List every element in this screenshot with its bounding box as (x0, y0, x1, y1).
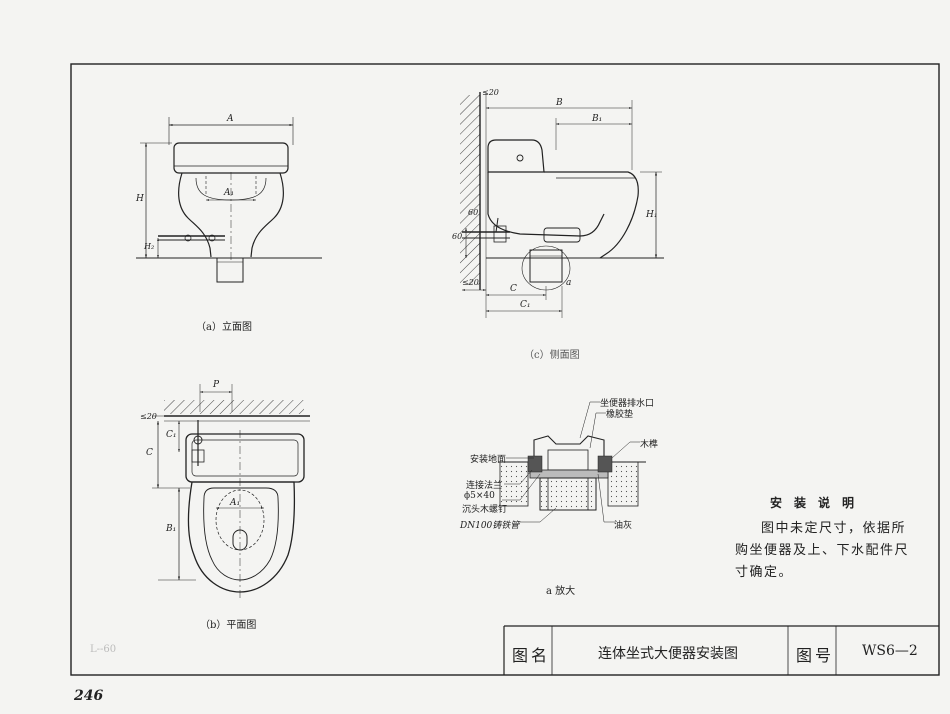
notes-body: 图中未定尺寸，依据所购坐便器及上、下水配件尺寸确定。 (735, 521, 910, 580)
detail-label-screw-size: ϕ5×40 (464, 491, 495, 501)
plan-dim-p: P (213, 380, 220, 390)
side-dim-h1: H₁ (646, 210, 658, 220)
side-dim-c: C (510, 284, 517, 294)
detail-label-putty: 油灰 (614, 521, 633, 531)
title-block-frame (503, 625, 939, 675)
title-block-name: 连体坐式大便器安装图 (598, 646, 738, 662)
detail-view-caption: a 放大 (546, 586, 576, 597)
side-dim-c1: C₁ (520, 300, 531, 310)
corner-mark: L--60 (90, 644, 117, 655)
page-number: 246 (74, 688, 104, 704)
detail-view (498, 401, 646, 523)
title-block-name-label: 图名 (512, 646, 551, 665)
detail-label-outlet: 坐便器排水口 (600, 399, 655, 409)
side-dim-60: 60 (468, 208, 479, 217)
side-dim-lim-bot: ≤20 (462, 278, 479, 287)
title-block-number-label: 图号 (796, 646, 835, 665)
detail-label-wood: 木榫 (640, 440, 659, 450)
detail-label-pipe: DN100铸铁管 (460, 521, 520, 531)
front-dim-a1: A₁ (224, 188, 235, 198)
front-view (136, 117, 322, 283)
title-block-number: WS6—2 (862, 643, 918, 659)
detail-label-screw: 沉头木螺钉 (462, 505, 508, 515)
plan-dim-lim: ≤20 (140, 412, 157, 421)
side-view (460, 92, 664, 318)
side-dim-b: B (556, 98, 563, 108)
front-view-caption: （a）立面图 (196, 322, 252, 333)
side-view-caption: （c）侧面图 (524, 350, 580, 361)
side-detail-mark: a (566, 278, 572, 288)
notes-title: 安装说明 (770, 496, 867, 510)
plan-dim-a1: A₁ (230, 498, 241, 508)
plan-view (152, 384, 310, 600)
front-dim-a: A (227, 114, 234, 124)
plan-dim-b1: B₁ (166, 524, 177, 534)
detail-label-flange: 连接法兰 (466, 481, 503, 491)
detail-label-floor: 安装地面 (470, 455, 507, 465)
plan-dim-c: C (146, 448, 153, 458)
front-dim-h2: H₂ (144, 242, 155, 251)
side-dim-lim-top: ≤20 (482, 88, 499, 97)
drawing-frame (70, 63, 940, 676)
plan-view-caption: （b）平面图 (200, 620, 257, 631)
plan-dim-c1: C₁ (166, 430, 177, 440)
side-dim-60b: 60 (452, 232, 463, 241)
side-dim-b1: B₁ (592, 114, 603, 124)
front-dim-h: H (136, 194, 144, 204)
detail-label-gasket: 橡胶垫 (606, 410, 634, 420)
